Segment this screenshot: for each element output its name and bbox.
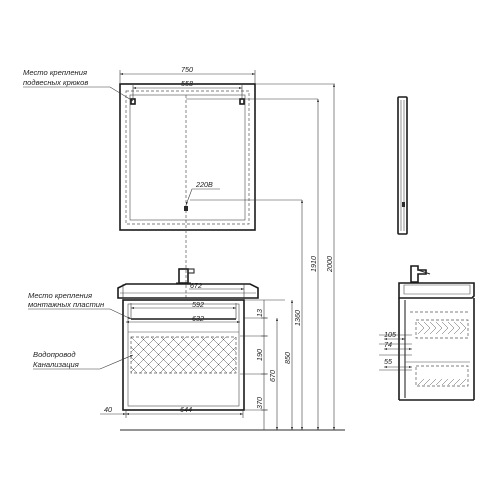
mirror-front-view [119, 83, 256, 300]
dim-592: 592 [192, 300, 204, 309]
dim-644: 644 [180, 405, 192, 414]
mirror-side-view [397, 96, 408, 235]
water-label-line2: Канализация [33, 360, 79, 369]
outlet-icon [184, 206, 188, 211]
side-drawer-upper [415, 319, 469, 339]
dim-74: 74 [384, 340, 392, 349]
plates-callout: Место крепления монтажных пластин [28, 291, 132, 320]
dimension-1360: 1360 [293, 200, 304, 430]
dimension-592: 592 [130, 300, 237, 319]
dimension-chain-left: 13 190 370 [255, 300, 267, 430]
side-dimensions: 105 74 55 [379, 330, 412, 371]
dimension-672: 672 [122, 281, 245, 300]
water-callout: Водопровод Канализация [33, 350, 134, 370]
dim-672: 672 [190, 281, 202, 290]
dim-13: 13 [255, 309, 264, 317]
mirror-inner-edge [129, 94, 246, 221]
dimension-644: 644 [125, 405, 244, 418]
faucet-side [410, 265, 431, 283]
plates-label-line1: Место крепления [28, 291, 92, 300]
dimension-850: 850 [283, 300, 294, 430]
mirror-width-dimension: 750 [119, 65, 256, 84]
utilities-hatch [131, 337, 236, 373]
dimension-40: 40 [100, 405, 126, 416]
side-drawer-lower [415, 365, 469, 387]
dim-1910: 1910 [309, 256, 318, 272]
cabinet-side-view [398, 282, 475, 401]
hooks-spacing-dimension: 558 [132, 79, 243, 99]
cabinet-front-view [122, 299, 245, 411]
dim-190: 190 [255, 349, 264, 361]
hooks-label-line2: подвесных крюков [23, 78, 88, 87]
side-washbasin [398, 282, 475, 299]
utilities-zone [130, 336, 237, 374]
cabinet-inner-edge [127, 303, 240, 407]
mirror-outline [119, 83, 256, 231]
cabinet-outline [122, 299, 245, 411]
faucet-front [176, 268, 195, 284]
hooks-callout: Место крепления подвесных крюков [23, 68, 134, 102]
dim-670: 670 [268, 370, 277, 382]
voltage-label: 220В [195, 180, 213, 189]
hooks-label-line1: Место крепления [23, 68, 87, 77]
dim-55: 55 [384, 357, 393, 366]
hook-left [130, 98, 136, 105]
side-outlet-icon [402, 202, 405, 207]
dimension-2000: 2000 [325, 84, 336, 430]
dim-2000: 2000 [325, 256, 334, 273]
dimension-670: 670 [268, 318, 279, 430]
dimension-1910: 1910 [309, 99, 320, 430]
dim-1360: 1360 [293, 310, 302, 326]
water-label-line1: Водопровод [33, 350, 76, 359]
dim-850: 850 [283, 352, 292, 364]
mirror-led-contour [125, 90, 250, 225]
plates-label-line2: монтажных пластин [28, 300, 105, 309]
hook-right [239, 98, 245, 105]
dim-750: 750 [181, 65, 193, 74]
dimension-632: 632 [126, 314, 240, 324]
vertical-extension-lines [186, 83, 335, 411]
dim-105: 105 [384, 330, 397, 339]
dim-558: 558 [181, 79, 193, 88]
dim-40: 40 [104, 405, 112, 414]
dim-632: 632 [192, 314, 204, 323]
washbasin-front [117, 283, 259, 299]
dim-370: 370 [255, 397, 264, 409]
voltage-callout: 220В [185, 180, 220, 206]
